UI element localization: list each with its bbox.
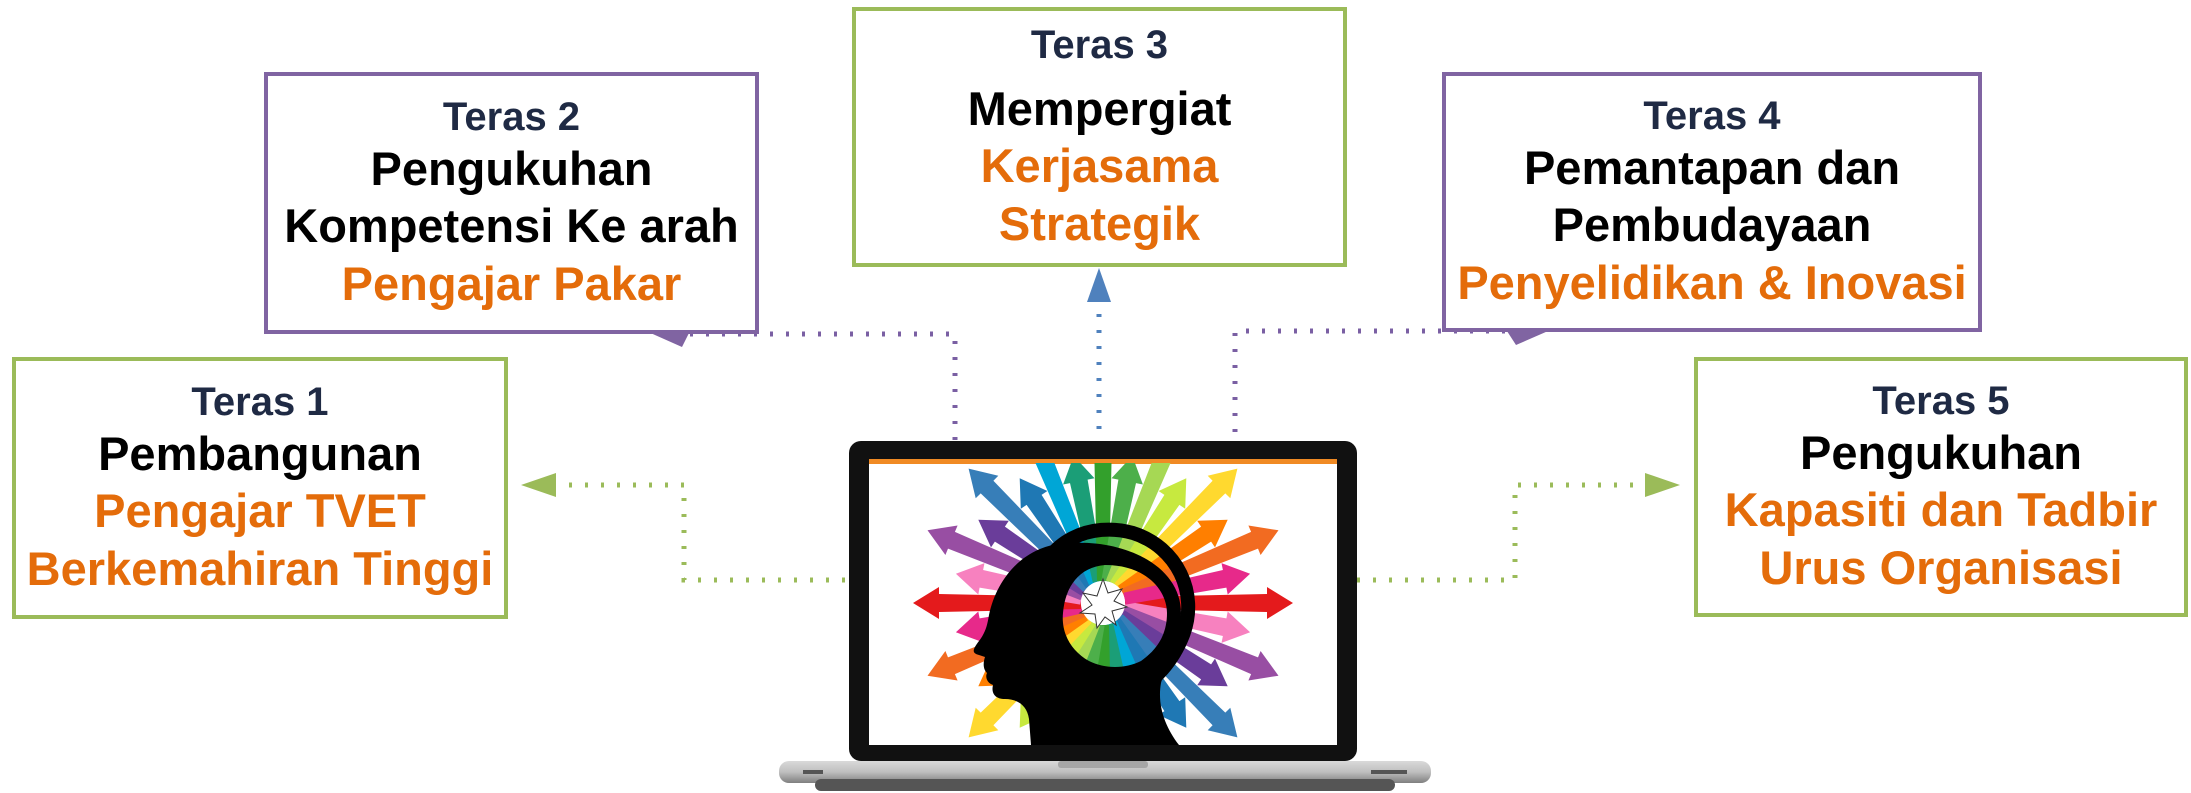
teras3-label: Teras 3 [1030, 23, 1169, 67]
laptop-base-detail-left [803, 770, 823, 774]
teras3-highlight-a: Kerjasama [980, 139, 1219, 193]
teras4-title-a: Pemantapan dan [1523, 141, 1901, 194]
teras2-box: Teras 2 Pengukuhan Kompetensi Ke arah Pe… [264, 72, 759, 334]
teras1-highlight-a: Pengajar TVET [94, 484, 426, 538]
teras2-callout-tab [646, 331, 690, 347]
teras3-title: Mempergiat [967, 82, 1232, 135]
teras4-callout-tab [1505, 328, 1555, 345]
teras2-label: Teras 2 [442, 95, 581, 139]
teras1-label: Teras 1 [191, 380, 329, 424]
teras5-arrowhead [1645, 473, 1680, 497]
teras1-connector [556, 482, 845, 583]
laptop-base [779, 761, 1431, 783]
teras4-label: Teras 4 [1643, 94, 1781, 138]
laptop-base-shadow [815, 779, 1395, 791]
screen-top-stripe [869, 459, 1337, 464]
teras3-arrowhead [1087, 268, 1111, 302]
teras2-title-b: Kompetensi Ke arah [284, 199, 739, 253]
teras5-box: Teras 5 Pengukuhan Kapasiti dan Tadbir U… [1694, 357, 2188, 617]
teras1-highlight-b: Berkemahiran Tinggi [26, 541, 494, 595]
center-star [1078, 577, 1129, 630]
teras4-title-b: Pembudayaan [1552, 198, 1872, 252]
teras2-highlight: Pengajar Pakar [341, 256, 682, 310]
teras2-title-a: Pengukuhan [370, 142, 653, 195]
teras4-box: Teras 4 Pemantapan dan Pembudayaan Penye… [1442, 72, 1982, 332]
circular-arrowhead [1115, 675, 1151, 713]
teras3-highlight-b: Strategik [998, 196, 1201, 250]
laptop-notch [1058, 761, 1148, 768]
teras5-highlight-b: Urus Organisasi [1759, 540, 2123, 594]
teras2-connector [690, 331, 958, 450]
ray-arrow [1125, 587, 1293, 619]
teras5-label: Teras 5 [1872, 379, 2010, 423]
ray-arrow [1121, 605, 1279, 681]
ray-arrow [1114, 614, 1238, 738]
circular-arrow-icon [1030, 522, 1196, 700]
teras3-box: Teras 3 Mempergiat Kerjasama Strategik [852, 7, 1347, 267]
teras1-box: Teras 1 Pembangunan Pengajar TVET Berkem… [12, 357, 508, 619]
laptop-head-arrows-icon [779, 441, 1431, 791]
teras4-connector [1232, 328, 1505, 450]
teras1-title: Pembangunan [98, 427, 422, 480]
teras5-highlight-a: Kapasiti dan Tadbir [1724, 483, 2158, 537]
teras4-highlight: Penyelidikan & Inovasi [1457, 255, 1967, 309]
teras1-arrowhead [521, 473, 556, 497]
teras5-title: Pengukuhan [1799, 426, 2083, 479]
laptop-base-detail-right [1371, 770, 1407, 774]
